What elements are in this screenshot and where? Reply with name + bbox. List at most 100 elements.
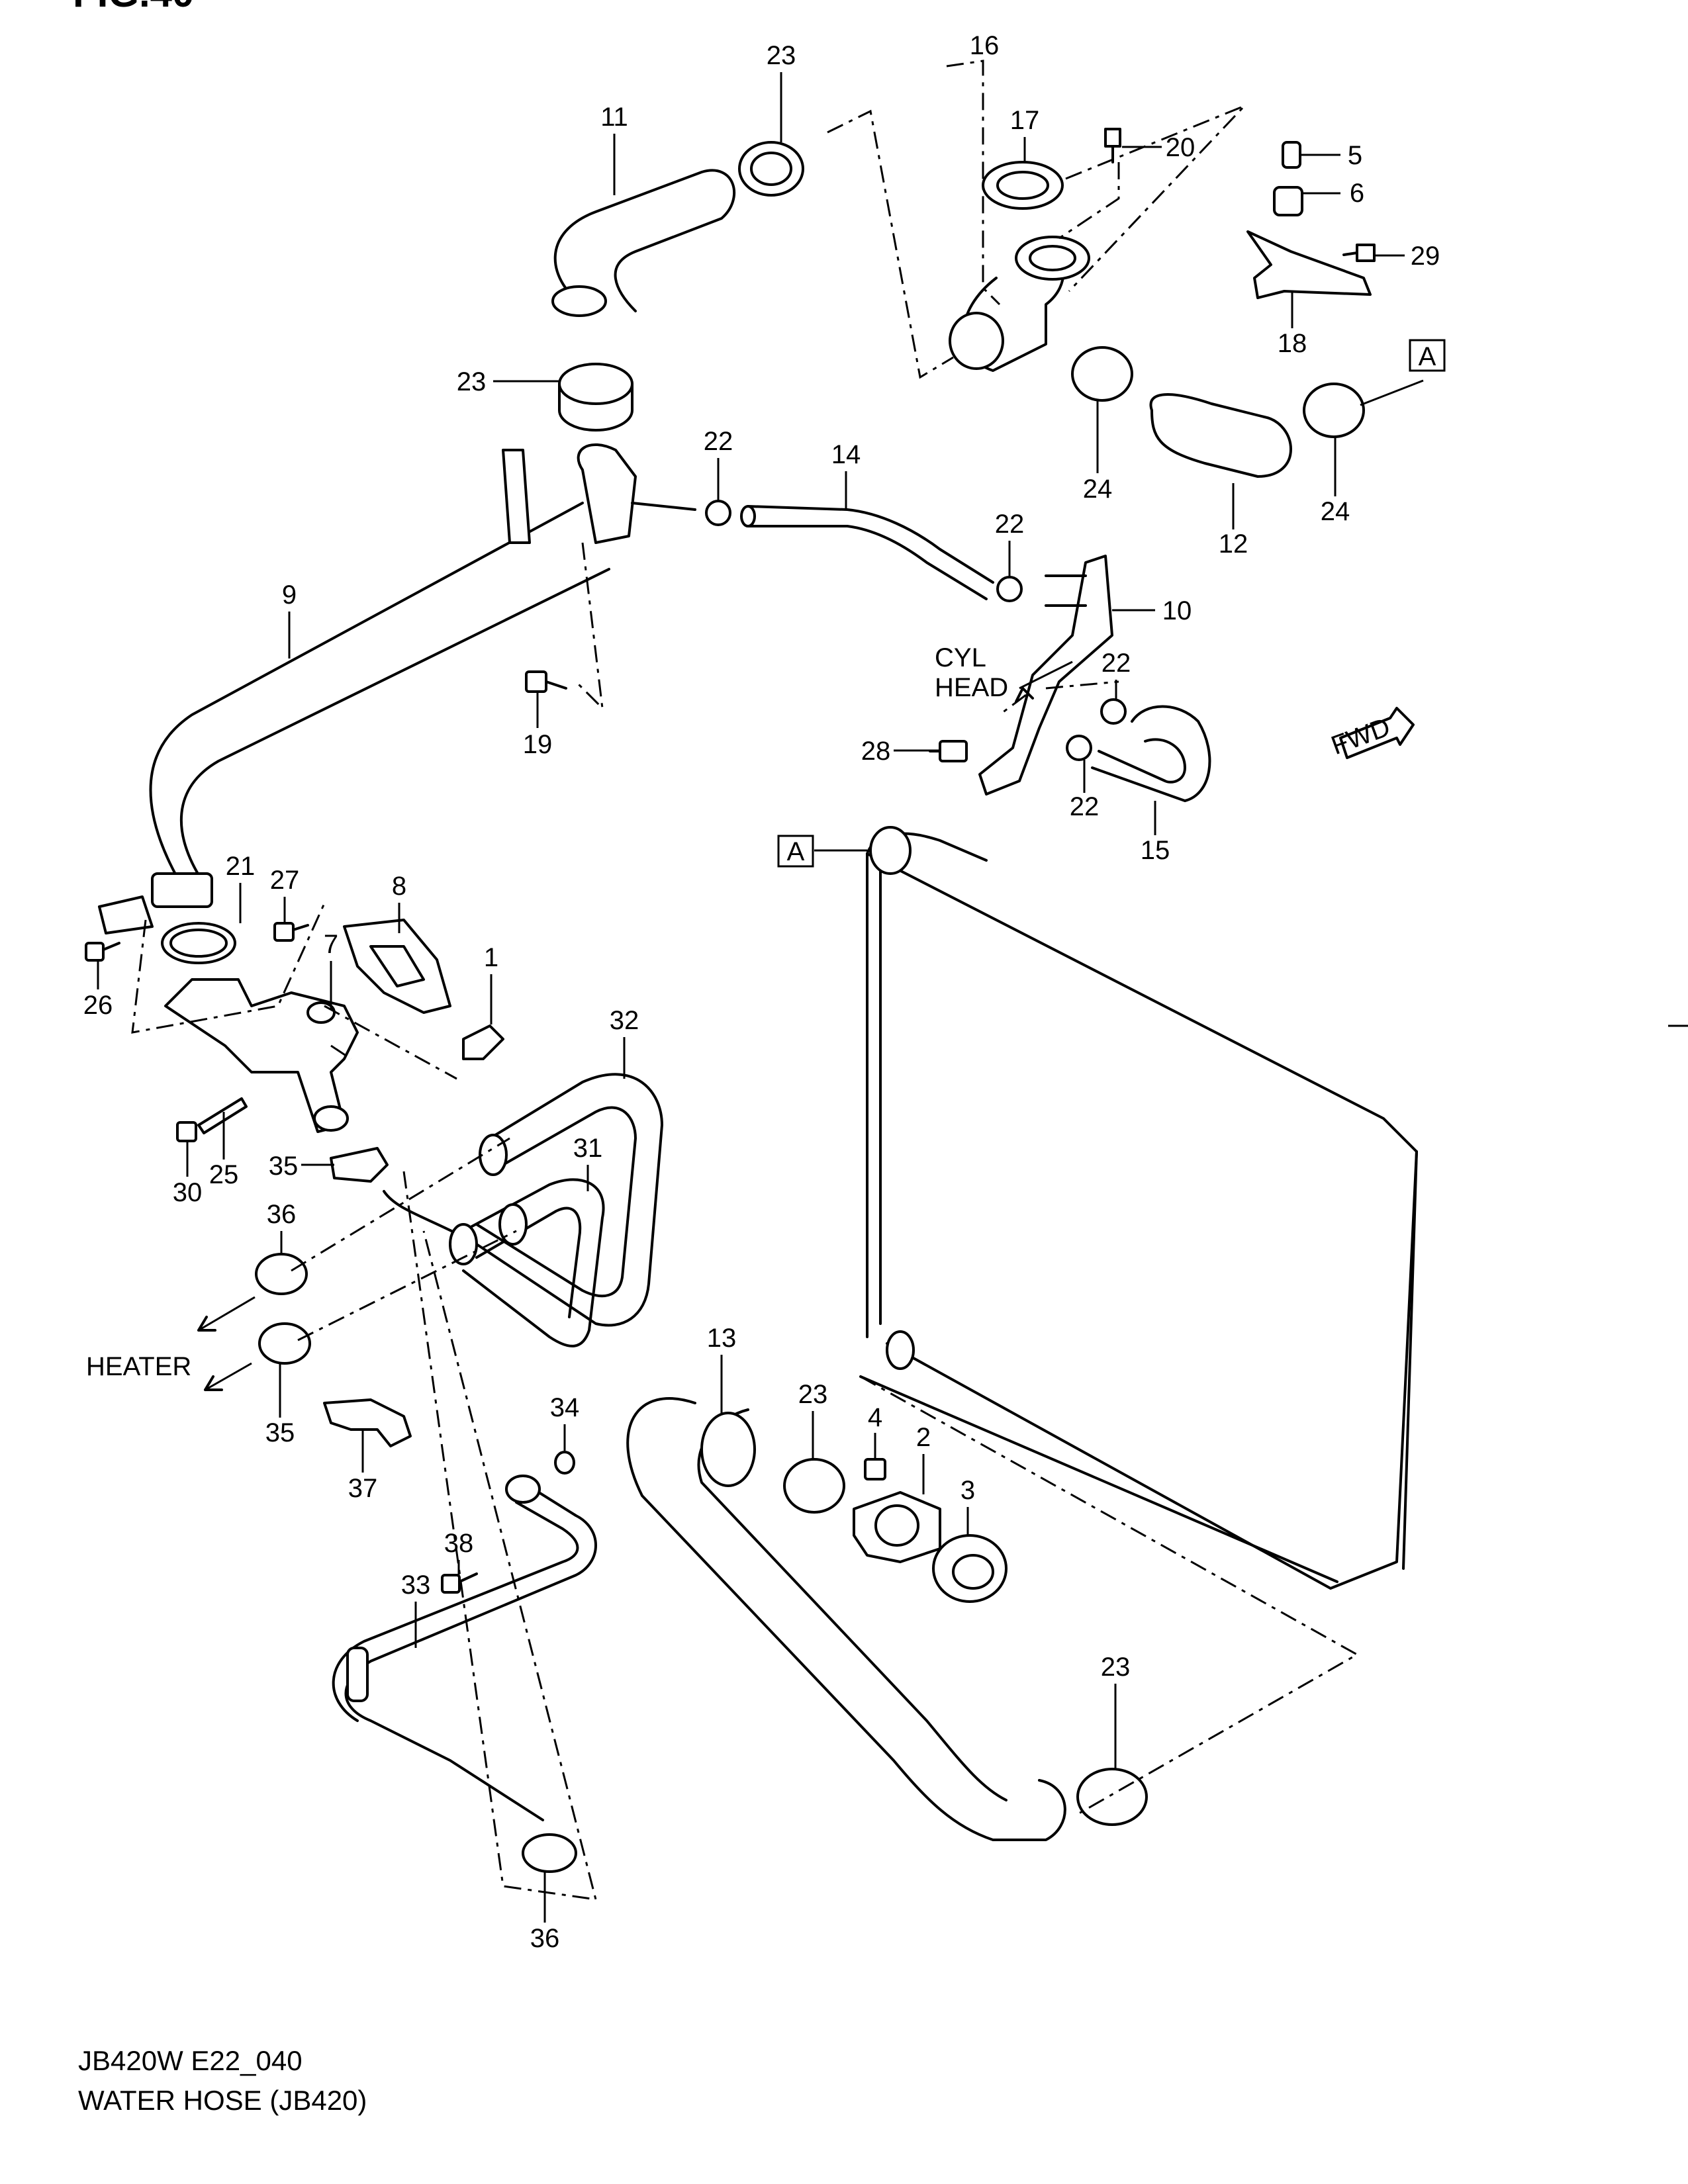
- callout-17: 17: [1010, 106, 1040, 135]
- part-7-housing: [164, 978, 359, 1133]
- callout-15: 15: [1141, 836, 1170, 865]
- callout-21: 21: [226, 852, 256, 881]
- ref-a-box-left: A: [777, 835, 867, 868]
- part-30-nut: [176, 1121, 197, 1142]
- callout-1: 1: [484, 943, 498, 972]
- part-23-clamp-lower-right: [1076, 1768, 1148, 1826]
- part-6-nut: [1273, 186, 1303, 216]
- part-35-clamp-top: [330, 1147, 389, 1183]
- part-36-clamp-upper: [255, 1253, 308, 1295]
- part-23-clamp-left: [558, 363, 633, 432]
- part-14-hose: [740, 505, 994, 600]
- part-20-bolt: [1104, 128, 1121, 163]
- part-9-water-pipe: [98, 443, 696, 934]
- part-24-clamp-left: [1071, 346, 1133, 402]
- part-24-clamp-right: [1303, 383, 1365, 438]
- callout-3: 3: [961, 1476, 975, 1505]
- ref-a-box-top: A: [1360, 339, 1446, 406]
- part-34-washer: [554, 1451, 575, 1475]
- part-38-bolt: [441, 1572, 478, 1594]
- part-37-bracket: [323, 1398, 412, 1447]
- radiator: [859, 826, 1418, 1590]
- caption-code: JB420W E22_040: [78, 2045, 303, 2076]
- callout-23-left: 23: [457, 367, 487, 396]
- callout-25: 25: [209, 1160, 239, 1189]
- heater-label: HEATER: [86, 1352, 191, 1381]
- callout-36-upper: 36: [267, 1200, 297, 1229]
- callout-2: 2: [916, 1423, 931, 1452]
- part-22-clamp-b: [996, 576, 1023, 602]
- callout-22-d: 22: [1070, 792, 1100, 821]
- cyl-head-line-2: HEAD: [935, 673, 1008, 702]
- part-29-bolt: [1342, 244, 1376, 262]
- callout-5: 5: [1348, 141, 1362, 170]
- cyl-head-annotation: CYL HEAD: [935, 643, 1073, 703]
- callout-36-lower: 36: [530, 1924, 560, 1953]
- callout-11: 11: [600, 103, 628, 132]
- part-27-bolt: [273, 922, 309, 942]
- callout-28: 28: [861, 737, 891, 766]
- callout-8: 8: [392, 872, 406, 901]
- callout-33: 33: [401, 1570, 431, 1600]
- callout-27: 27: [270, 866, 300, 895]
- part-22-clamp-c: [1100, 698, 1127, 725]
- cyl-head-line-1: CYL: [935, 643, 986, 672]
- callout-9: 9: [282, 580, 297, 610]
- part-22-clamp-a: [705, 500, 731, 526]
- part-21-gasket: [161, 922, 236, 964]
- part-11-upper-hose: [551, 169, 736, 317]
- part-36-clamp-lower: [522, 1833, 577, 1873]
- part-2-cover: [853, 1491, 941, 1563]
- part-25-stud: [197, 1097, 248, 1134]
- callout-22-c: 22: [1102, 649, 1131, 678]
- callout-35-bottom: 35: [265, 1418, 295, 1447]
- callout-23-lower-right: 23: [1101, 1653, 1131, 1682]
- heater-annotation: HEATER: [86, 1296, 256, 1391]
- part-23-clamp-top: [738, 141, 804, 197]
- callout-35-top: 35: [269, 1152, 299, 1181]
- part-13-lower-hose: [626, 1397, 1066, 1841]
- callout-12: 12: [1219, 529, 1248, 559]
- part-8-gasket: [343, 919, 451, 1014]
- callout-29: 29: [1411, 242, 1440, 271]
- part-1-sensor: [462, 1024, 504, 1060]
- part-31-heater-hose: [449, 1178, 605, 1347]
- part-35-clamp-bottom: [258, 1322, 311, 1365]
- callout-22-b: 22: [995, 510, 1025, 539]
- callout-30: 30: [173, 1178, 203, 1207]
- part-3-thermostat: [932, 1534, 1008, 1603]
- callout-26: 26: [83, 991, 113, 1020]
- part-18-bracket: [1246, 230, 1372, 299]
- callout-4: 4: [868, 1403, 882, 1432]
- callout-13: 13: [707, 1324, 737, 1353]
- callout-10: 10: [1162, 596, 1192, 625]
- dash-lines: [131, 60, 1360, 1901]
- part-26-bolt: [85, 942, 120, 962]
- callout-23-top: 23: [767, 41, 796, 70]
- callout-32: 32: [610, 1006, 639, 1035]
- caption-block: JB420W E22_040 WATER HOSE (JB420): [78, 2045, 367, 2116]
- callout-16: 16: [970, 31, 1000, 60]
- callout-19: 19: [523, 730, 553, 759]
- callout-22-a: 22: [704, 427, 733, 456]
- callout-18: 18: [1278, 329, 1307, 358]
- part-5-cap: [1282, 141, 1301, 169]
- part-16-filler-neck: [949, 161, 1090, 372]
- part-33-heater-pipe: [332, 1475, 597, 1821]
- part-19-bolt: [525, 670, 567, 693]
- part-15-hose: [1091, 705, 1211, 802]
- callout-24-left: 24: [1083, 475, 1113, 504]
- callout-23-lower-left: 23: [798, 1380, 828, 1409]
- callout-14: 14: [831, 440, 861, 469]
- part-22-clamp-d: [1066, 735, 1092, 761]
- callout-38: 38: [444, 1529, 474, 1558]
- callout-7: 7: [324, 930, 338, 959]
- callout-34: 34: [550, 1393, 580, 1422]
- callouts: 1 2 3 4 5 6 7 8 9 10 11 12 13: [83, 31, 1440, 1953]
- ref-a-label-top: A: [1419, 342, 1436, 371]
- part-23-clamp-lower-left: [783, 1458, 845, 1514]
- ref-a-label-left: A: [787, 837, 805, 866]
- part-12-hose: [1149, 393, 1292, 478]
- callout-31: 31: [573, 1134, 603, 1163]
